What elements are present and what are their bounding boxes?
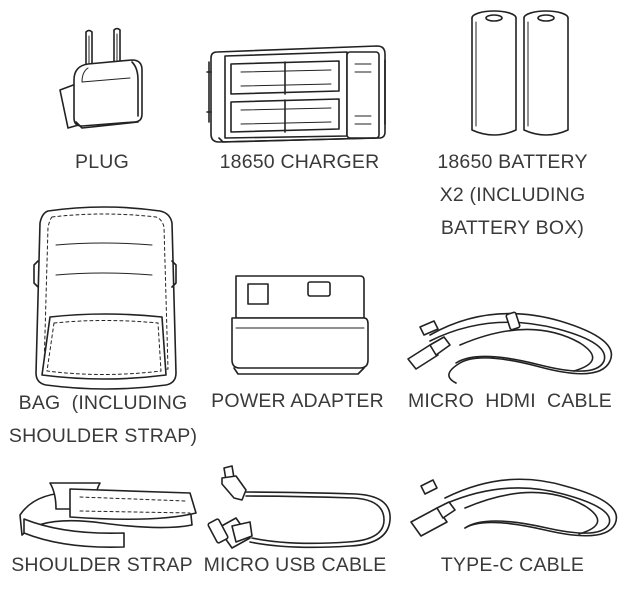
label-type-c-cable: TYPE-C CABLE: [420, 549, 605, 582]
label-line: TYPE-C CABLE: [440, 554, 585, 576]
plug-icon: [52, 28, 152, 128]
label-micro-usb-cable: MICRO USB CABLE: [200, 549, 390, 582]
power-adapter-icon: [228, 270, 368, 375]
label-line: 18650 CHARGER: [219, 151, 380, 173]
battery-icon: [466, 8, 576, 143]
label-line: X2 (INCLUDING: [439, 184, 586, 206]
label-line: POWER ADAPTER: [211, 390, 384, 412]
label-line: BAG (INCLUDING: [18, 392, 188, 414]
micro-hdmi-cable-icon: [400, 305, 620, 385]
type-c-cable-icon: [405, 470, 625, 550]
bag-icon: [30, 205, 180, 390]
label-plug: PLUG: [52, 146, 152, 179]
label-shoulder-strap: SHOULDER STRAP: [6, 549, 198, 582]
label-18650-charger: 18650 CHARGER: [202, 146, 397, 179]
label-line: MICRO USB CABLE: [203, 554, 387, 576]
label-line: MICRO HDMI CABLE: [407, 390, 613, 412]
label-line: PLUG: [75, 151, 129, 173]
label-line: BATTERY BOX): [440, 217, 585, 239]
charger-icon: [205, 42, 390, 142]
label-bag: BAG (INCLUDING SHOULDER STRAP): [4, 387, 202, 453]
micro-usb-cable-icon: [210, 462, 395, 552]
label-micro-hdmi-cable: MICRO HDMI CABLE: [405, 385, 615, 418]
shoulder-strap-icon: [10, 475, 200, 550]
label-line: SHOULDER STRAP): [8, 425, 198, 447]
label-power-adapter: POWER ADAPTER: [205, 385, 390, 418]
label-line: SHOULDER STRAP: [11, 554, 193, 576]
label-line: 18650 BATTERY: [437, 151, 588, 173]
label-18650-battery: 18650 BATTERY X2 (INCLUDING BATTERY BOX): [420, 146, 605, 245]
